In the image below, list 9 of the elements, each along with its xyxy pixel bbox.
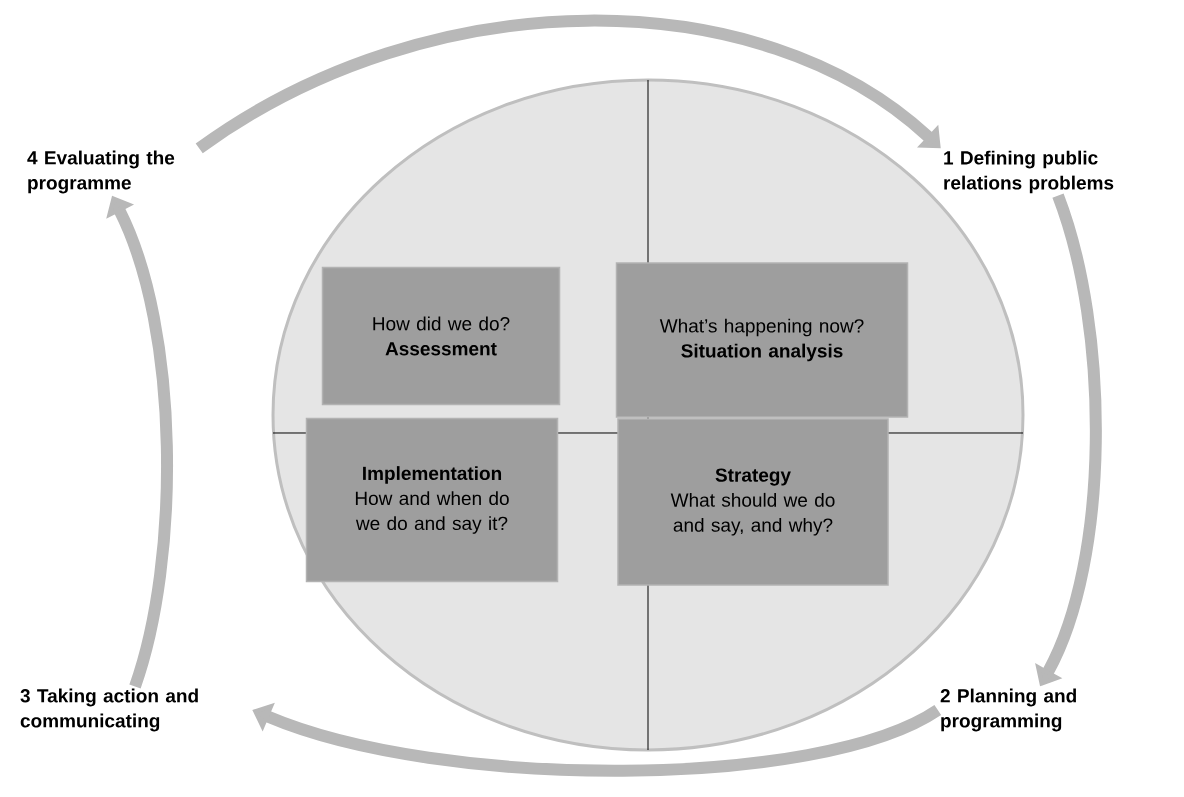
text-box: Strategy What should we do and say, and why? bbox=[617, 418, 889, 586]
stage-label: 1 Defining public relations problems bbox=[944, 150, 1114, 194]
curved-arrow bbox=[195, 14, 941, 154]
stage-label: 4 Evaluating the programme bbox=[27, 150, 175, 194]
stage-label: 2 Planning and programming bbox=[940, 688, 1076, 732]
text-box: Implementation How and when do we do and say it? bbox=[305, 417, 559, 583]
text-box: What’s happening now? Situation analysis bbox=[615, 262, 909, 418]
stage-label: 3 Taking action and communicating bbox=[20, 688, 198, 732]
text-box: How did we do? Assessment bbox=[321, 266, 561, 406]
